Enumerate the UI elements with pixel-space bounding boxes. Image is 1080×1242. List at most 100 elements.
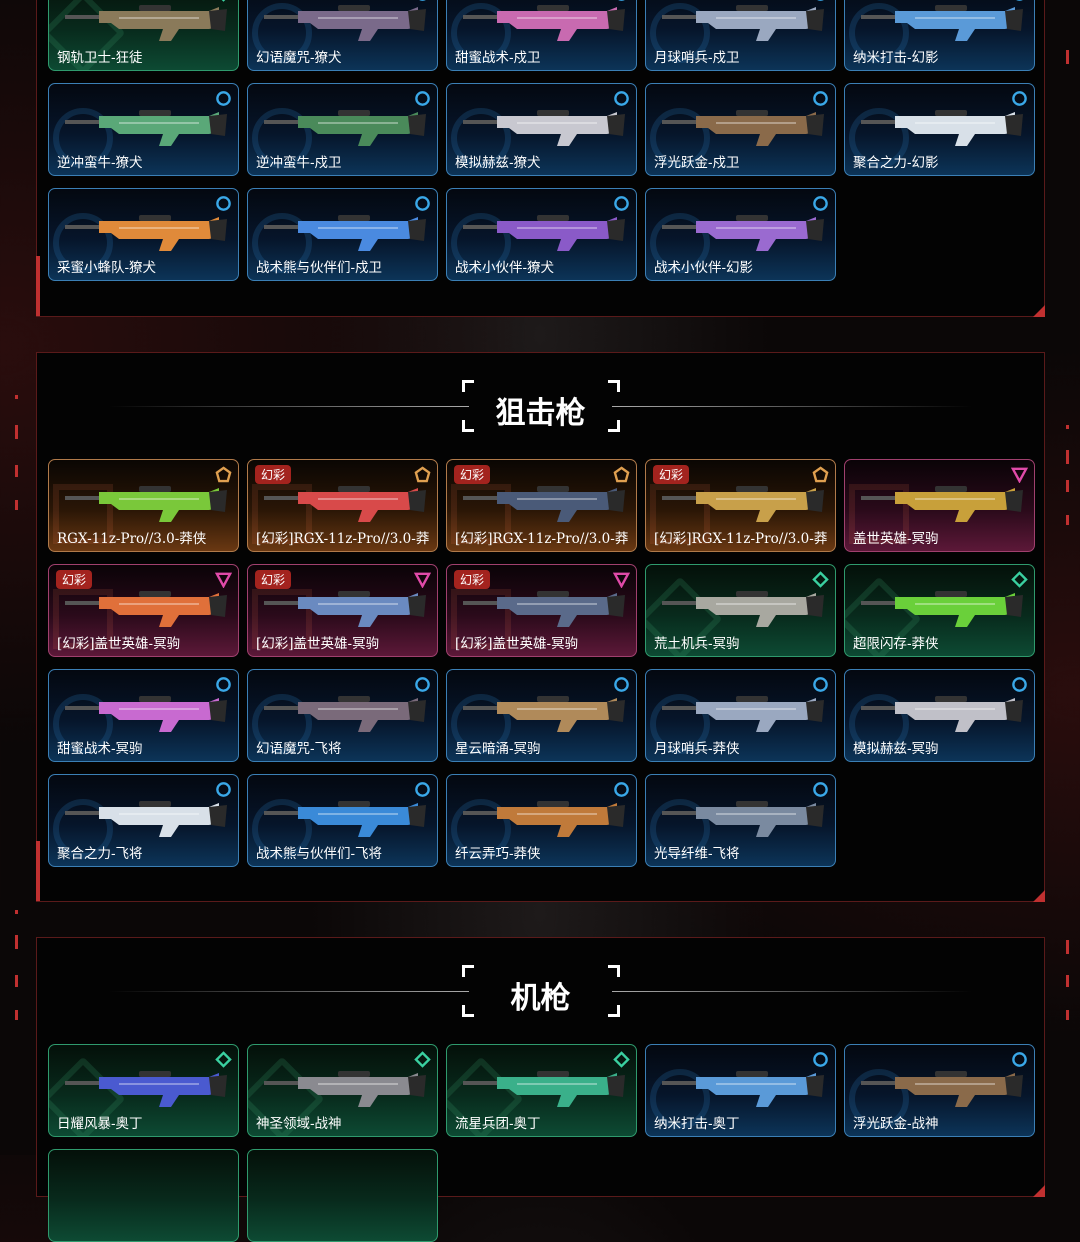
weapon-skin-card[interactable]: 光导纤维-飞将 bbox=[645, 774, 836, 867]
weapon-skin-card[interactable]: 幻语魔咒-獠犬 bbox=[247, 0, 438, 71]
weapon-skin-card[interactable]: 星云暗涌-冥驹 bbox=[446, 669, 637, 762]
skin-name: [幻彩]RGX-11z-Pro//3.0-莽 bbox=[455, 531, 629, 547]
weapon-skin-card[interactable]: 幻语魔咒-飞将 bbox=[247, 669, 438, 762]
side-decoration bbox=[1066, 50, 1069, 64]
weapon-image bbox=[861, 1071, 1023, 1107]
weapon-skin-card[interactable]: 模拟赫兹-冥驹 bbox=[844, 669, 1035, 762]
weapon-skin-card[interactable]: 战术熊与伙伴们-戍卫 bbox=[247, 188, 438, 281]
side-decoration bbox=[1066, 940, 1069, 954]
select-tier-icon bbox=[1012, 677, 1027, 692]
select-tier-icon bbox=[415, 677, 430, 692]
premium-tier-icon bbox=[215, 572, 232, 588]
card-background-pattern bbox=[451, 694, 511, 754]
skin-name: 战术熊与伙伴们-飞将 bbox=[256, 846, 383, 862]
weapon-skin-card[interactable]: 模拟赫兹-獠犬 bbox=[446, 83, 637, 176]
select-tier-icon bbox=[216, 677, 231, 692]
card-background-pattern bbox=[650, 484, 710, 544]
skin-name: 神圣领域-战神 bbox=[256, 1116, 342, 1132]
weapon-image bbox=[662, 215, 824, 251]
weapon-skin-card[interactable] bbox=[48, 1149, 239, 1242]
skin-name: 聚合之力-幻影 bbox=[853, 155, 939, 171]
skin-name: 幻语魔咒-獠犬 bbox=[256, 50, 342, 66]
side-decoration bbox=[15, 935, 18, 949]
skin-name: 甜蜜战术-冥驹 bbox=[57, 741, 143, 757]
weapon-image bbox=[662, 110, 824, 146]
weapon-skin-card[interactable] bbox=[247, 1149, 438, 1242]
weapon-image bbox=[861, 5, 1023, 41]
weapon-skin-card[interactable]: 战术熊与伙伴们-飞将 bbox=[247, 774, 438, 867]
weapon-image bbox=[264, 486, 426, 522]
weapon-skin-card[interactable]: 月球哨兵-戍卫 bbox=[645, 0, 836, 71]
select-tier-icon bbox=[1016, 0, 1023, 1]
weapon-image bbox=[662, 5, 824, 41]
weapon-skin-card[interactable]: 纤云弄巧-莽侠 bbox=[446, 774, 637, 867]
weapon-skin-card[interactable]: 纳米打击-奥丁 bbox=[645, 1044, 836, 1137]
weapon-skin-card[interactable]: 幻彩[幻彩]盖世英雄-冥驹 bbox=[247, 564, 438, 657]
weapon-skin-card[interactable]: 浮光跃金-戍卫 bbox=[645, 83, 836, 176]
card-background-pattern bbox=[252, 694, 312, 754]
weapon-skin-card[interactable]: 浮光跃金-战神 bbox=[844, 1044, 1035, 1137]
weapon-skin-card[interactable]: 逆冲蛮牛-獠犬 bbox=[48, 83, 239, 176]
weapon-skin-card[interactable]: 甜蜜战术-冥驹 bbox=[48, 669, 239, 762]
select-tier-icon bbox=[813, 1052, 828, 1067]
weapon-skin-card[interactable]: 采蜜小蜂队-獠犬 bbox=[48, 188, 239, 281]
weapon-image bbox=[861, 696, 1023, 732]
card-background-pattern bbox=[451, 799, 511, 859]
weapon-skin-card[interactable]: 聚合之力-幻影 bbox=[844, 83, 1035, 176]
weapon-skin-card[interactable]: 聚合之力-飞将 bbox=[48, 774, 239, 867]
select-tier-icon bbox=[415, 196, 430, 211]
skin-name: 盖世英雄-冥驹 bbox=[853, 531, 939, 547]
weapon-skin-card[interactable]: 流星兵团-奥丁 bbox=[446, 1044, 637, 1137]
weapon-skin-card[interactable]: 钢轨卫士-狂徒 bbox=[48, 0, 239, 71]
weapon-skin-card[interactable]: 幻彩[幻彩]盖世英雄-冥驹 bbox=[446, 564, 637, 657]
weapon-image bbox=[65, 696, 227, 732]
divider bbox=[612, 406, 972, 407]
skin-name: [幻彩]盖世英雄-冥驹 bbox=[256, 636, 380, 652]
chroma-badge: 幻彩 bbox=[255, 465, 292, 484]
select-tier-icon bbox=[419, 0, 426, 1]
card-background-pattern bbox=[252, 589, 312, 649]
card-background-pattern bbox=[252, 213, 312, 273]
weapon-skin-card[interactable]: 甜蜜战术-戍卫 bbox=[446, 0, 637, 71]
premium-tier-icon bbox=[613, 572, 630, 588]
exclusive-tier-icon bbox=[215, 466, 232, 483]
card-background-pattern bbox=[849, 1069, 909, 1129]
weapon-skin-card[interactable]: 荒土机兵-冥驹 bbox=[645, 564, 836, 657]
weapon-image bbox=[463, 215, 625, 251]
skin-name: 模拟赫兹-獠犬 bbox=[455, 155, 541, 171]
side-decoration bbox=[15, 1010, 18, 1020]
divider bbox=[612, 991, 972, 992]
divider bbox=[109, 991, 469, 992]
select-tier-icon bbox=[1012, 91, 1027, 106]
side-decoration bbox=[15, 395, 18, 399]
weapon-skin-card[interactable]: 幻彩[幻彩]盖世英雄-冥驹 bbox=[48, 564, 239, 657]
section-title: 狙击枪 bbox=[495, 396, 586, 431]
weapon-image bbox=[463, 801, 625, 837]
weapon-skin-card[interactable]: 幻彩[幻彩]RGX-11z-Pro//3.0-莽 bbox=[446, 459, 637, 552]
weapon-skin-card[interactable]: 幻彩[幻彩]RGX-11z-Pro//3.0-莽 bbox=[645, 459, 836, 552]
weapon-image bbox=[65, 5, 227, 41]
corner-accent bbox=[1033, 1185, 1045, 1197]
weapon-skin-card[interactable]: 月球哨兵-莽侠 bbox=[645, 669, 836, 762]
select-tier-icon bbox=[618, 0, 625, 1]
weapon-image bbox=[65, 591, 227, 627]
side-decoration bbox=[15, 910, 18, 914]
weapon-skin-card[interactable]: 神圣领域-战神 bbox=[247, 1044, 438, 1137]
weapon-skin-card[interactable]: 盖世英雄-冥驹 bbox=[844, 459, 1035, 552]
skin-name: 纳米打击-奥丁 bbox=[654, 1116, 740, 1132]
weapon-skin-card[interactable]: 日耀风暴-奥丁 bbox=[48, 1044, 239, 1137]
weapon-skin-card[interactable]: 超限闪存-莽侠 bbox=[844, 564, 1035, 657]
select-tier-icon bbox=[216, 91, 231, 106]
skin-name: 光导纤维-飞将 bbox=[654, 846, 740, 862]
weapon-skin-card[interactable]: 幻彩[幻彩]RGX-11z-Pro//3.0-莽 bbox=[247, 459, 438, 552]
weapon-skin-card[interactable]: 纳米打击-幻影 bbox=[844, 0, 1035, 71]
weapon-skin-card[interactable]: 战术小伙伴-獠犬 bbox=[446, 188, 637, 281]
weapon-skin-card[interactable]: 逆冲蛮牛-戍卫 bbox=[247, 83, 438, 176]
card-background-pattern bbox=[53, 484, 113, 544]
section-title: 机枪 bbox=[510, 981, 571, 1016]
skin-name: 月球哨兵-莽侠 bbox=[654, 741, 740, 757]
select-tier-icon bbox=[614, 196, 629, 211]
weapon-skin-card[interactable]: 战术小伙伴-幻影 bbox=[645, 188, 836, 281]
weapon-skin-card[interactable]: RGX-11z-Pro//3.0-莽侠 bbox=[48, 459, 239, 552]
skin-name: 模拟赫兹-冥驹 bbox=[853, 741, 939, 757]
